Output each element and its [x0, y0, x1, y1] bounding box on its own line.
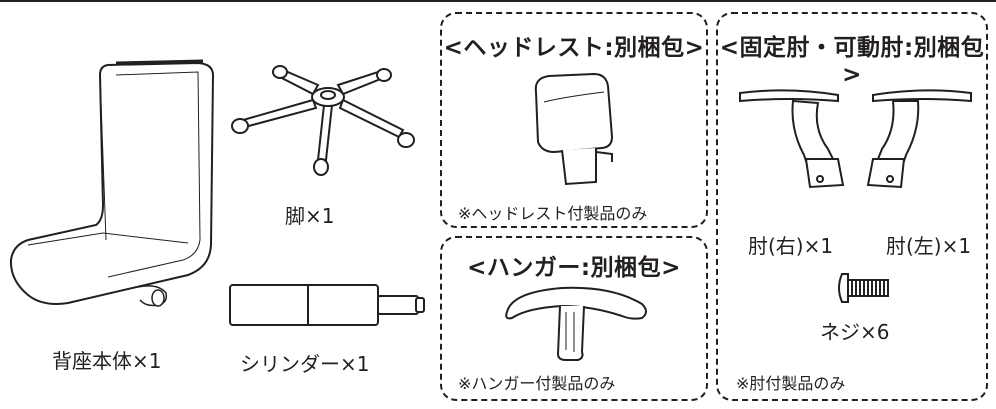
right-arm-label: 肘(右)×1 — [748, 234, 834, 258]
hanger-box: <ハンガー:別梱包> ※ハンガー付製品のみ — [440, 236, 708, 401]
headrest-note: ※ヘッドレスト付製品のみ — [458, 204, 648, 223]
headrest-box-title: <ヘッドレスト:別梱包> — [443, 35, 705, 61]
top-rule — [0, 0, 996, 2]
left-arm-label: 肘(左)×1 — [886, 234, 972, 258]
screw-icon — [834, 272, 894, 304]
armrest-box-title: <固定肘・可動肘:別梱包> — [719, 35, 985, 88]
screw-label: ネジ×6 — [820, 320, 890, 344]
headrest-box: <ヘッドレスト:別梱包> ※ヘッドレスト付製品のみ — [440, 12, 708, 228]
armrest-note: ※肘付製品のみ — [736, 374, 846, 393]
chair-seat-back-icon — [8, 55, 218, 310]
headrest-icon — [524, 72, 624, 190]
base-label: 脚×1 — [285, 204, 335, 228]
hanger-icon — [502, 282, 652, 362]
armrest-right-icon — [738, 89, 843, 199]
cylinder-label: シリンダー×1 — [240, 352, 370, 376]
hanger-note: ※ハンガー付製品のみ — [458, 374, 616, 393]
armrest-left-icon — [868, 89, 973, 199]
gas-cylinder-icon — [228, 282, 428, 330]
five-star-base-icon — [228, 60, 428, 185]
seat-back-label: 背座本体×1 — [52, 349, 162, 373]
hanger-box-title: <ハンガー:別梱包> — [467, 255, 681, 281]
armrest-box: <固定肘・可動肘:別梱包> 肘(右)×1 肘(左)×1 ネジ×6 ※肘付製品のみ — [716, 12, 988, 401]
